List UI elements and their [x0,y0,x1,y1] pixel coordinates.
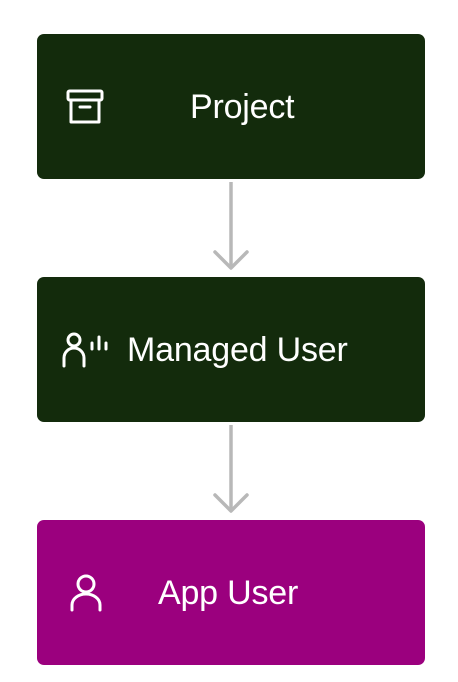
managed-user-node: Managed User [37,277,425,422]
user-with-bars-icon [61,329,111,371]
connector-arrow-managed-user-to-app-user [213,425,249,513]
user-icon [65,572,107,614]
app-user-node: App User [37,520,425,665]
project-node: Project [37,34,425,179]
project-label: Project [190,87,295,126]
app-user-label: App User [158,573,299,612]
managed-user-label: Managed User [127,330,348,369]
connector-arrow-project-to-managed-user [213,182,249,270]
archive-box-icon [64,86,106,128]
